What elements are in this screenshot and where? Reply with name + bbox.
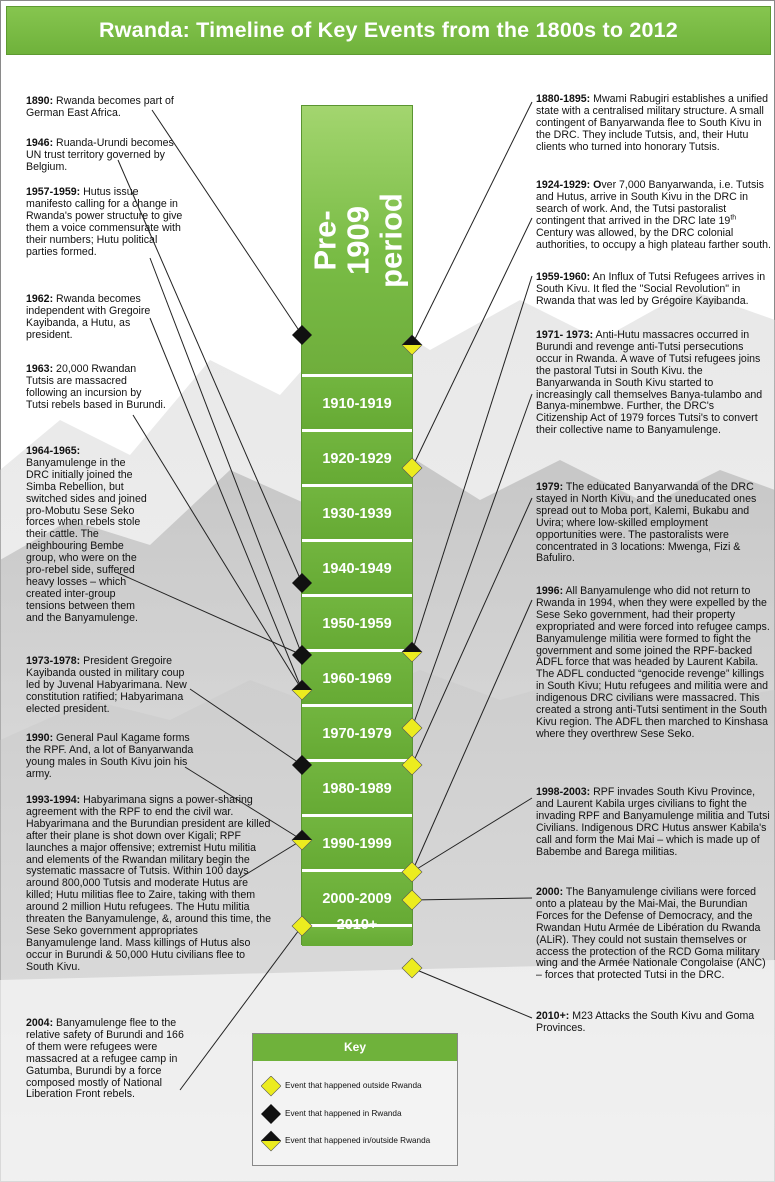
connector-1957-1959 — [149, 257, 303, 656]
outside-diamond-icon — [401, 889, 423, 911]
connector-1993-1994 — [239, 839, 303, 879]
connector-1971-1973 — [411, 393, 533, 729]
in-outside-diamond-icon — [401, 641, 423, 663]
connector-1890 — [151, 109, 303, 336]
connector-1924-1929 — [411, 217, 533, 469]
in-rwanda-diamond-icon — [292, 573, 312, 593]
pre-1909-segment — [302, 106, 412, 374]
right-event-1998-2003: 1998-2003: RPF invades South Kivu Provin… — [536, 786, 770, 858]
in-rwanda-diamond-icon — [292, 645, 312, 665]
connector-1959-1960 — [411, 275, 533, 653]
left-event-1946: 1946: Ruanda-Urundi becomes UN trust ter… — [26, 137, 174, 173]
period-2000-2009: 2000-2009 — [302, 869, 412, 924]
page-title: Rwanda: Timeline of Key Events from the … — [99, 18, 678, 42]
legend-title: Key — [253, 1034, 457, 1061]
left-event-1964-1965: 1964-1965: Banyamulenge in the DRC initi… — [26, 445, 147, 624]
outside-diamond-icon — [291, 915, 313, 937]
in-rwanda-diamond-icon — [292, 325, 312, 345]
outside-diamond-icon — [401, 957, 423, 979]
period-1990-1999: 1990-1999 — [302, 814, 412, 869]
legend-label-in-rwanda: Event that happened in Rwanda — [285, 1109, 402, 1118]
period-2010-plus-label: 2010+ — [336, 917, 378, 933]
period-1930-1939: 1930-1939 — [302, 484, 412, 539]
left-event-1957-1959: 1957-1959: Hutus issue manifesto calling… — [26, 186, 183, 258]
legend-markers — [261, 1076, 281, 1152]
title-bar: Rwanda: Timeline of Key Events from the … — [6, 6, 771, 55]
right-event-1924-1929: 1924-1929: Over 7,000 Banyarwanda, i.e. … — [536, 179, 771, 251]
period-1970-1979: 1970-1979 — [302, 704, 412, 759]
outside-diamond-icon — [401, 754, 423, 776]
period-2010-plus — [302, 924, 412, 946]
connector-1963 — [132, 414, 303, 691]
connector-1996 — [411, 599, 533, 873]
in-outside-diamond-icon — [261, 1130, 281, 1152]
right-event-1979: 1979: The educated Banyarwanda of the DR… — [536, 481, 757, 565]
in-outside-diamond-icon — [291, 679, 313, 701]
connector-2000 — [411, 897, 533, 901]
left-event-1962: 1962: Rwanda becomes independent with Gr… — [26, 293, 151, 341]
in-rwanda-diamond-icon — [261, 1104, 281, 1124]
legend-box: Key Event that happened outside Rwanda E… — [252, 1033, 458, 1166]
connector-1964-1965 — [117, 572, 303, 656]
legend-label-outside: Event that happened outside Rwanda — [285, 1081, 422, 1090]
right-event-2000: 2000: The Banyamulenge civilians were fo… — [536, 886, 766, 982]
connector-2010-plus — [411, 967, 533, 1019]
connector-1990 — [184, 766, 303, 841]
period-1950-1959: 1950-1959 — [302, 594, 412, 649]
left-event-1890: 1890: Rwanda becomes part of German East… — [26, 95, 174, 119]
connector-1880-1895 — [411, 101, 533, 346]
left-event-1993-1994: 1993-1994: Habyarimana signs a power-sha… — [26, 794, 271, 973]
outside-diamond-icon — [401, 717, 423, 739]
left-markers — [291, 325, 313, 937]
connector-2004 — [179, 925, 303, 1091]
left-event-1990: 1990: General Paul Kagame forms the RPF.… — [26, 732, 194, 780]
period-1960-1969: 1960-1969 — [302, 649, 412, 704]
right-event-2010-plus: 2010+: M23 Attacks the South Kivu and Go… — [536, 1010, 755, 1034]
left-event-1963: 1963: 20,000 Rwandan Tutsis are massacre… — [26, 363, 166, 411]
connector-1998-2003 — [411, 797, 533, 873]
left-event-2004: 2004: Banyamulenge flee to the relative … — [26, 1017, 184, 1101]
period-1940-1949: 1940-1949 — [302, 539, 412, 594]
in-outside-diamond-icon — [401, 334, 423, 356]
right-event-1880-1895: 1880-1895: Mwami Rabugiri establishes a … — [536, 93, 769, 153]
right-event-1996: 1996: All Banyamulenge who did not retur… — [536, 585, 770, 740]
period-1980-1989: 1980-1989 — [302, 759, 412, 814]
right-event-1971-1973: 1971- 1973: Anti-Hutu massacres occurred… — [536, 329, 763, 437]
legend-label-in-outside: Event that happened in/outside Rwanda — [285, 1136, 431, 1145]
in-rwanda-diamond-icon — [292, 755, 312, 775]
timeline-bar: Pre-1909 period 1910-1919 1920-1929 1930… — [301, 105, 413, 946]
in-outside-diamond-icon — [291, 829, 313, 851]
outside-diamond-icon — [401, 861, 423, 883]
outside-diamond-icon — [261, 1076, 281, 1097]
connector-1973-1978 — [189, 688, 303, 766]
connector-1946 — [117, 159, 303, 584]
right-markers — [401, 334, 423, 979]
period-1920-1929: 1920-1929 — [302, 429, 412, 484]
outside-diamond-icon — [401, 457, 423, 479]
connector-1979 — [411, 497, 533, 766]
right-event-1959-1960: 1959-1960: An Influx of Tutsi Refugees a… — [536, 271, 766, 307]
connector-1962 — [149, 317, 303, 691]
left-event-1973-1978: 1973-1978: President Gregoire Kayibanda … — [26, 655, 187, 715]
period-1910-1919: 1910-1919 — [302, 374, 412, 429]
